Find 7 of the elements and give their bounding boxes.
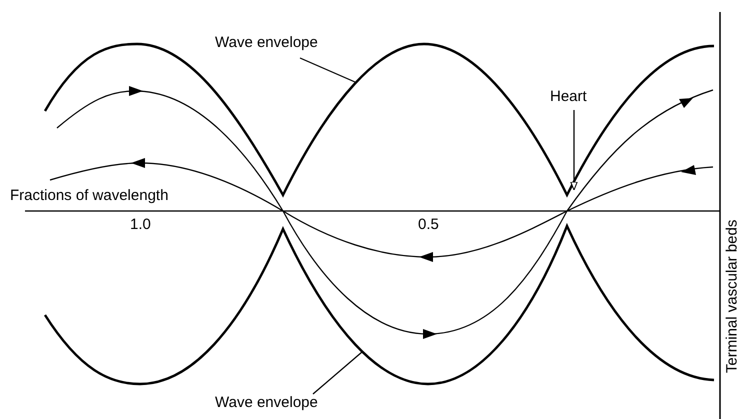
arrow bbox=[570, 110, 578, 190]
curve-label: Wave envelope bbox=[215, 394, 318, 413]
leader-line bbox=[300, 57, 356, 83]
curve-label: Wave envelope bbox=[215, 34, 318, 53]
curve-label: Heart bbox=[550, 88, 587, 107]
leader-line bbox=[312, 352, 362, 394]
axis-title: Fractions of wavelength bbox=[10, 187, 168, 206]
